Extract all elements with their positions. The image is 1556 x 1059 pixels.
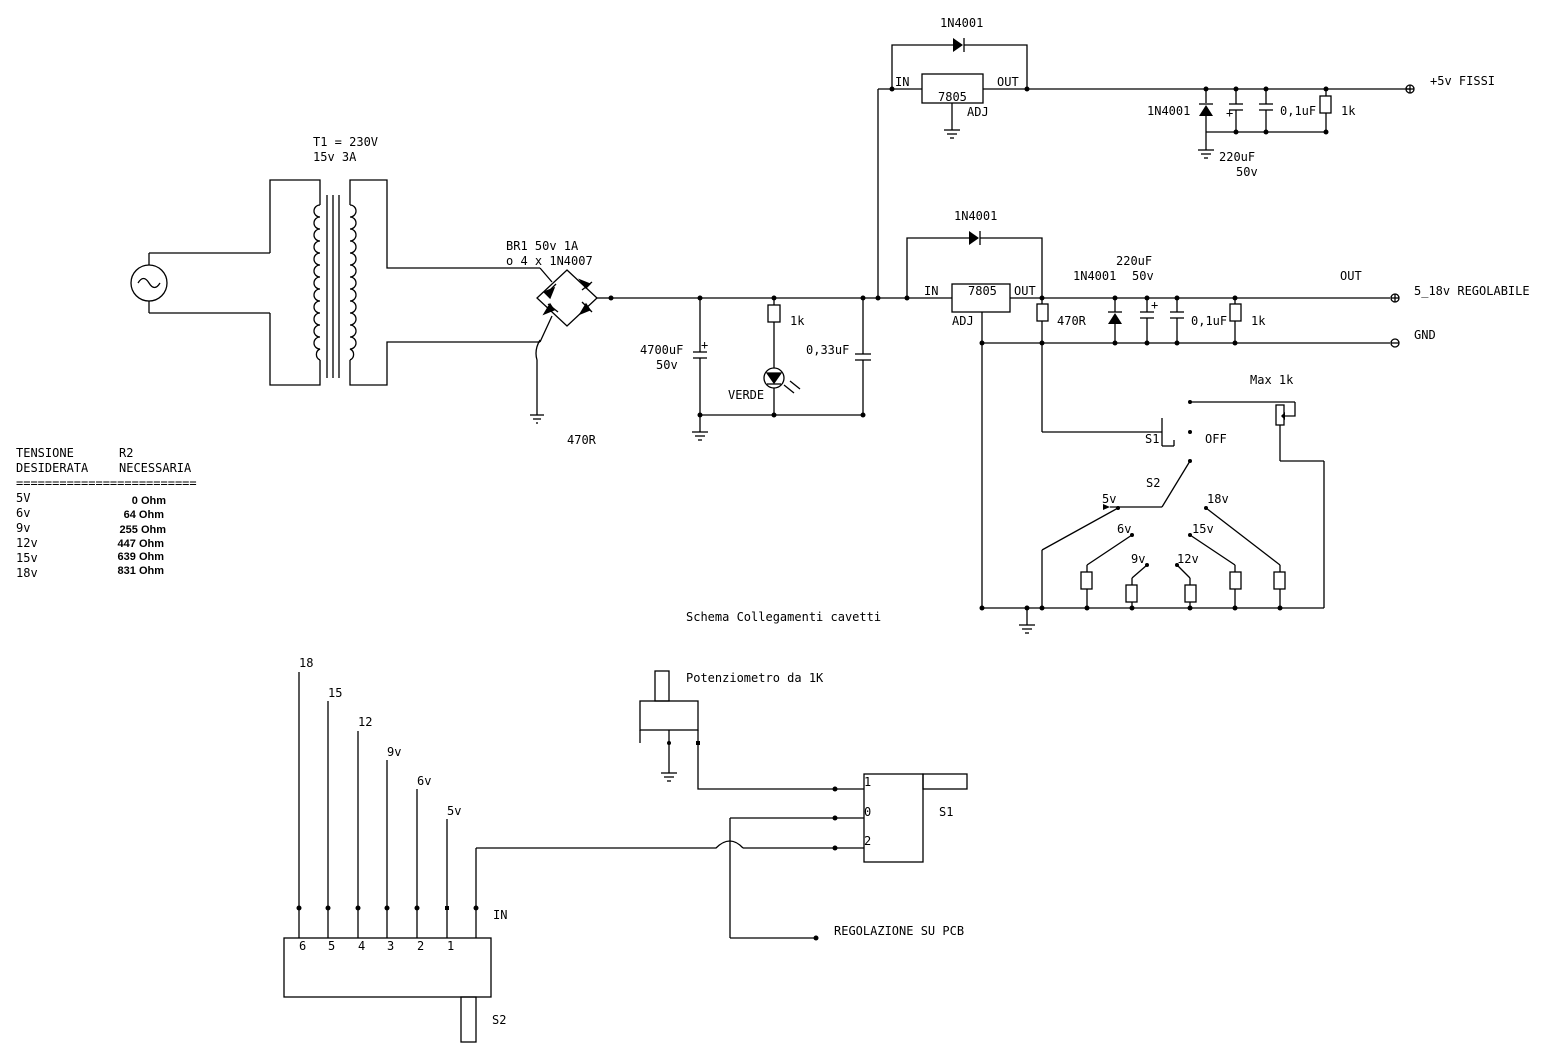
s2-label: S2 — [492, 1013, 506, 1027]
s2-pin-4: 4 — [358, 939, 365, 953]
adj-cap-label: 220uF — [1116, 254, 1152, 268]
filter-cap-label: 4700uF — [640, 343, 683, 357]
adj-cap-voltage: 50v — [1132, 269, 1154, 283]
table-row-v: 6v — [16, 506, 30, 520]
fixed-diode2-label: 1N4001 — [1147, 104, 1190, 118]
wiring-diagram: Schema Collegamenti cavetti Potenziometr… — [283, 610, 968, 1043]
bridge-label-1: BR1 50v 1A — [506, 239, 579, 253]
transformer-label-1: T1 = 230V — [313, 135, 378, 149]
transformer-label-2: 15v 3A — [313, 150, 357, 164]
adj-diode-label: 1N4001 — [954, 209, 997, 223]
table-header-2b: NECESSARIA — [119, 461, 192, 475]
adj-out-label: OUT — [1014, 284, 1036, 298]
adj-res-label: 470R — [1057, 314, 1087, 328]
fixed-adj-label: ADJ — [967, 105, 989, 119]
svg-text:+: + — [701, 338, 708, 352]
wire-label-5v: 5v — [447, 804, 461, 818]
wire-label-9v: 9v — [387, 745, 401, 759]
fixed-chip-label: 7805 — [938, 90, 967, 104]
table-header-1a: TENSIONE — [16, 446, 74, 460]
selector-6v-label: 6v — [1117, 522, 1131, 536]
pot-label: Potenziometro da 1K — [686, 671, 824, 685]
cap-033-label: 0,33uF — [806, 343, 849, 357]
fixed-diode-label: 1N4001 — [940, 16, 983, 30]
fixed-cap2-label: 0,1uF — [1280, 104, 1316, 118]
adj-diode2-label: 1N4001 — [1073, 269, 1116, 283]
fixed-out-label: OUT — [997, 75, 1019, 89]
table-row-r: 255 Ohm — [120, 524, 167, 536]
main-filter: + 4700uF 50v 1k VERDE 470R 0,33uF — [567, 295, 878, 447]
adj-adj-label: ADJ — [952, 314, 974, 328]
table-row-v: 9v — [16, 521, 30, 535]
selector-s2-label: S2 — [1146, 476, 1160, 490]
transformer-t1: T1 = 230V 15v 3A — [269, 135, 540, 386]
table-row-v: 12v — [16, 536, 38, 550]
fixed-cap-voltage: 50v — [1236, 165, 1258, 179]
fixed-res-label: 1k — [1341, 104, 1356, 118]
adj-cap2-label: 0,1uF — [1191, 314, 1227, 328]
table-row-v: 18v — [16, 566, 38, 580]
table-separator: ========================= — [16, 476, 197, 490]
adj-output-label: 5_18v REGOLABILE — [1414, 284, 1530, 298]
s1-label: S1 — [939, 805, 953, 819]
s2-in-label: IN — [493, 908, 507, 922]
fixed-cap-label: 220uF — [1219, 150, 1255, 164]
s2-pin-5: 5 — [328, 939, 335, 953]
selector-s1-label: S1 — [1145, 432, 1159, 446]
selector-18v-label: 18v — [1207, 492, 1229, 506]
gnd-label: GND — [1414, 328, 1436, 342]
table-row-r: 831 Ohm — [118, 565, 165, 577]
pot-max-label: Max 1k — [1250, 373, 1294, 387]
table-row-r: 447 Ohm — [118, 538, 165, 550]
table-row-r: 0 Ohm — [132, 495, 166, 507]
selector-15v-label: 15v — [1192, 522, 1214, 536]
wire-label-6v: 6v — [417, 774, 431, 788]
resistor-470r-label: 470R — [567, 433, 597, 447]
bridge-label-2: o 4 x 1N4007 — [506, 254, 593, 268]
led-label: VERDE — [728, 388, 764, 402]
s2-pin-2: 2 — [417, 939, 424, 953]
wiring-title: Schema Collegamenti cavetti — [686, 610, 881, 624]
bridge-rectifier: BR1 50v 1A o 4 x 1N4007 — [506, 239, 614, 424]
adj-chip-label: 7805 — [968, 284, 997, 298]
fixed-output-label: +5v FISSI — [1430, 74, 1495, 88]
selector-5v-label: 5v — [1102, 492, 1116, 506]
fixed-in-label: IN — [895, 75, 909, 89]
fixed-regulator: 1N4001 7805 IN OUT ADJ 1N4001 + 220uF 50… — [875, 16, 1495, 301]
adj-res2-label: 1k — [1251, 314, 1266, 328]
selector-off-label: OFF — [1205, 432, 1227, 446]
table-row-r: 64 Ohm — [124, 509, 165, 521]
table-header-2a: R2 — [119, 446, 133, 460]
table-row-r: 639 Ohm — [118, 551, 165, 563]
table-row-v: 15v — [16, 551, 38, 565]
s2-pin-6: 6 — [299, 939, 306, 953]
s2-pin-1: 1 — [447, 939, 454, 953]
adjustable-regulator: + 1N4001 7805 IN OUT ADJ 470R 1N4001 220… — [878, 209, 1530, 608]
adj-in-label: IN — [924, 284, 938, 298]
adj-out-text: OUT — [1340, 269, 1362, 283]
s2-pin-3: 3 — [387, 939, 394, 953]
pcb-label: REGOLAZIONE SU PCB — [834, 924, 964, 938]
wire-label-18: 18 — [299, 656, 313, 670]
table-row-v: 5V — [16, 491, 30, 505]
selector-12v-label: 12v — [1177, 552, 1199, 566]
led-resistor-label: 1k — [790, 314, 805, 328]
s1-pin-1: 1 — [864, 775, 871, 789]
s1-pin-2: 2 — [864, 834, 871, 848]
s1-pin-0: 0 — [864, 805, 871, 819]
table-header-1b: DESIDERATA — [16, 461, 89, 475]
wire-label-15: 15 — [328, 686, 342, 700]
filter-cap-voltage: 50v — [656, 358, 678, 372]
svg-text:+: + — [1151, 298, 1158, 312]
ac-source — [130, 252, 270, 314]
resistor-table: TENSIONE DESIDERATA R2 NECESSARIA ======… — [16, 446, 197, 580]
wire-label-12: 12 — [358, 715, 372, 729]
selector-network: Max 1k S1 OFF S2 5v 6v 9v 12v 15v 18v — [979, 373, 1325, 634]
svg-text:+: + — [1226, 106, 1233, 120]
selector-9v-label: 9v — [1131, 552, 1145, 566]
